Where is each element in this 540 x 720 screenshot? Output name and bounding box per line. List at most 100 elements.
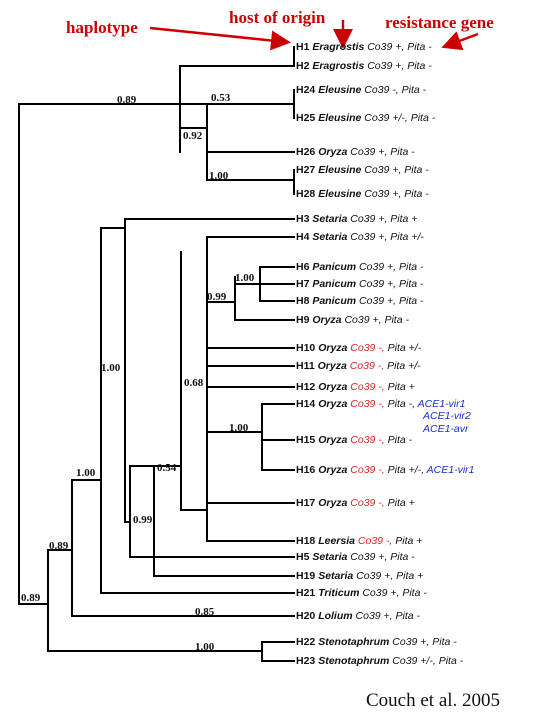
host-genus: Stenotaphrum xyxy=(318,636,393,648)
host-genus: Setaria xyxy=(312,551,351,563)
pita-status: Pita - xyxy=(390,551,415,563)
co39-status: Co39 +, xyxy=(367,41,408,53)
support-value: 0.54 xyxy=(157,462,177,474)
tip-label-h21: H21 Triticum Co39 +, Pita - xyxy=(296,587,427,599)
host-genus: Oryza xyxy=(318,398,351,410)
host-genus: Eragrostis xyxy=(312,41,368,53)
pita-status: Pita - xyxy=(399,295,424,307)
host-genus: Oryza xyxy=(312,314,345,326)
haplotype-id: H21 xyxy=(296,587,319,599)
co39-status: Co39 -, xyxy=(349,360,388,372)
host-genus: Panicum xyxy=(312,278,360,290)
tip-label-h2: H2 Eragrostis Co39 +, Pita - xyxy=(296,60,432,72)
pita-status: Pita - xyxy=(404,188,429,200)
tip-label-h6: H6 Panicum Co39 +, Pita - xyxy=(296,261,424,273)
pita-status: Pita - xyxy=(399,261,424,273)
tip-label-h1: H1 Eragrostis Co39 +, Pita - xyxy=(296,41,432,53)
host-of-origin-annotation: host of origin xyxy=(229,8,326,27)
pita-status: Pita - xyxy=(390,146,415,158)
pita-status: Pita + xyxy=(396,570,424,582)
haplotype-id: H17 xyxy=(296,497,319,509)
co39-status: Co39 +, xyxy=(355,610,396,622)
pita-status: Pita +/- xyxy=(390,231,424,243)
host-genus: Eleusine xyxy=(318,84,365,96)
support-value: 0.99 xyxy=(207,291,227,303)
resistance-gene-annotation: resistance gene xyxy=(385,13,494,32)
haplotype-id: H12 xyxy=(296,381,319,393)
pita-status: Pita - xyxy=(407,60,432,72)
tip-label-h12: H12 Oryza Co39 -, Pita + xyxy=(296,381,415,393)
tip-label-h8: H8 Panicum Co39 +, Pita - xyxy=(296,295,424,307)
support-value: 0.89 xyxy=(49,540,69,552)
haplotype-id: H27 xyxy=(296,164,319,176)
host-genus: Triticum xyxy=(318,587,363,599)
co39-status: Co39 -, xyxy=(364,84,402,96)
haplotype-id: H20 xyxy=(296,610,319,622)
support-value: 0.85 xyxy=(195,606,215,618)
support-value: 0.92 xyxy=(183,130,203,142)
tip-label-h24: H24 Eleusine Co39 -, Pita - xyxy=(296,84,426,96)
host-genus: Oryza xyxy=(318,381,351,393)
host-genus: Panicum xyxy=(312,261,360,273)
host-genus: Oryza xyxy=(318,146,351,158)
haplotype-id: H26 xyxy=(296,146,319,158)
co39-status: Co39 +, xyxy=(356,570,397,582)
pita-status: Pita - xyxy=(401,84,427,96)
pita-status: Pita - xyxy=(387,434,413,446)
haplotype-id: H28 xyxy=(296,188,319,200)
co39-status: Co39 +, xyxy=(350,146,391,158)
pita-status: Pita - xyxy=(395,610,421,622)
pita-status: Pita + xyxy=(390,213,418,225)
co39-status: Co39 -, xyxy=(350,398,388,410)
host-genus: Eleusine xyxy=(318,164,365,176)
host-genus: Oryza xyxy=(318,497,351,509)
tip-label-h3: H3 Setaria Co39 +, Pita + xyxy=(296,213,417,225)
support-value: 0.53 xyxy=(211,92,231,104)
co39-status: Co39 +, xyxy=(359,278,400,290)
tip-label-h11: H11 Oryza Co39 -, Pita +/- xyxy=(296,360,421,372)
pita-status: Pita +/- xyxy=(387,342,422,354)
tip-label-h9: H9 Oryza Co39 +, Pita - xyxy=(296,314,409,326)
pita-status: Pita - xyxy=(438,655,464,667)
tip-label-h7: H7 Panicum Co39 +, Pita - xyxy=(296,278,424,290)
haplotype-id: H18 xyxy=(296,535,319,547)
haplotype-id: H24 xyxy=(296,84,319,96)
co39-status: Co39 +, xyxy=(362,587,403,599)
haplotype-id: H1 xyxy=(296,41,313,53)
host-genus: Setaria xyxy=(312,213,351,225)
haplotype-id: H2 xyxy=(296,60,313,72)
co39-status: Co39 +, xyxy=(350,551,391,563)
support-value: 0.89 xyxy=(21,592,41,604)
host-genus: Oryza xyxy=(318,434,351,446)
pita-status: Pita - xyxy=(402,587,427,599)
tip-label-h17: H17 Oryza Co39 -, Pita + xyxy=(296,497,415,509)
co39-status: Co39 +, xyxy=(367,60,408,72)
host-genus: Eleusine xyxy=(318,112,365,124)
haplotype-id: H5 xyxy=(296,551,313,563)
tip-label-h26: H26 Oryza Co39 +, Pita - xyxy=(296,146,415,158)
pita-status: Pita - xyxy=(410,112,436,124)
pita-status: Pita + xyxy=(387,497,415,509)
co39-status: Co39 +/-, xyxy=(364,112,411,124)
co39-status: Co39 +, xyxy=(359,295,400,307)
host-genus: Oryza xyxy=(317,360,350,372)
haplotype-id: H23 xyxy=(296,655,319,667)
tip-label-h23: H23 Stenotaphrum Co39 +/-, Pita - xyxy=(296,655,463,667)
co39-status: Co39 +, xyxy=(350,213,391,225)
haplotype-id: H8 xyxy=(296,295,313,307)
haplotype-id: H6 xyxy=(296,261,313,273)
host-genus: Lolium xyxy=(318,610,356,622)
co39-status: Co39 +, xyxy=(350,231,391,243)
tip-label-h4: H4 Setaria Co39 +, Pita +/- xyxy=(296,231,424,243)
pita-status: Pita +/-, xyxy=(387,464,425,476)
haplotype-id: H11 xyxy=(296,360,318,372)
co39-status: Co39 +, xyxy=(364,164,405,176)
co39-status: Co39 +, xyxy=(344,314,385,326)
support-value: 1.00 xyxy=(229,422,249,434)
haplotype-id: H22 xyxy=(296,636,319,648)
haplotype-id: H4 xyxy=(296,231,313,243)
co39-status: Co39 -, xyxy=(350,434,388,446)
haplotype-id: H16 xyxy=(296,464,319,476)
co39-status: Co39 -, xyxy=(350,497,388,509)
